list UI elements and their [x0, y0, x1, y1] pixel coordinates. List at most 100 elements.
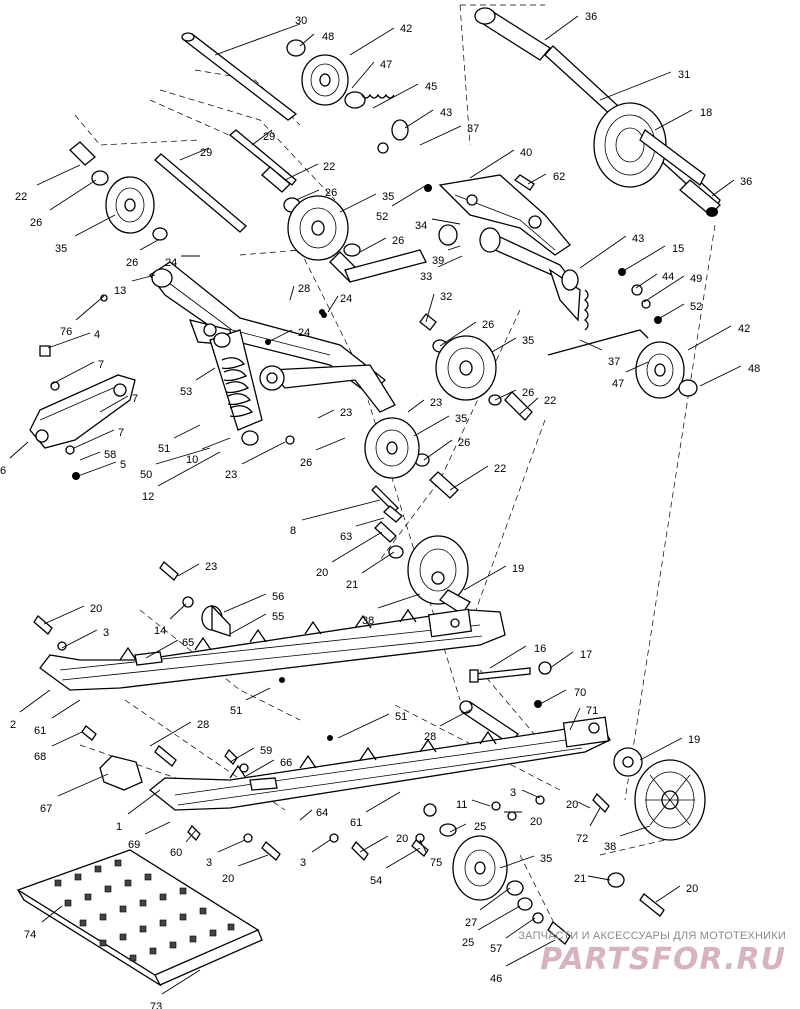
part-callout-17: 17	[580, 649, 592, 661]
part-callout-37: 37	[608, 356, 620, 368]
part-callout-18: 18	[700, 107, 712, 119]
watermark: ЗАПЧАСТИ И АКСЕССУАРЫ ДЛЯ МОТОТЕХНИКИ PA…	[436, 930, 786, 977]
leader-line-26	[494, 389, 517, 401]
part-callout-25: 25	[474, 821, 486, 833]
part-callout-21: 21	[346, 579, 358, 591]
leader-line-37	[579, 339, 603, 351]
leader-line-36	[544, 15, 579, 41]
leader-line-23	[241, 441, 286, 465]
leader-line-19	[639, 737, 683, 761]
wheel-38-front	[407, 535, 471, 615]
part-callout-43: 43	[440, 107, 452, 119]
part-callout-3: 3	[103, 627, 109, 639]
part-callout-68: 68	[34, 751, 46, 763]
leader-line-59	[229, 747, 255, 763]
part-callout-11: 11	[456, 799, 467, 811]
leader-line-61	[365, 791, 401, 813]
leader-line-24	[327, 295, 339, 313]
leader-line-31	[599, 71, 672, 101]
leader-line-27	[479, 887, 511, 911]
leader-line-38	[377, 593, 421, 609]
leader-line-20	[577, 801, 591, 809]
part-callout-40: 40	[520, 147, 532, 159]
leader-line-67	[57, 773, 109, 797]
leader-line-7	[99, 395, 129, 413]
leader-line-53	[195, 367, 216, 381]
leader-line-71	[569, 707, 581, 731]
part-callout-54: 54	[370, 875, 382, 887]
bolt-16-group	[469, 661, 552, 708]
leader-line-40	[469, 149, 515, 179]
leader-line-26	[359, 237, 387, 253]
part-callout-4: 4	[94, 329, 100, 341]
leader-line-35	[339, 193, 377, 213]
part-callout-42: 42	[738, 323, 750, 335]
leader-line-47	[351, 61, 375, 89]
part-callout-19: 19	[512, 563, 524, 575]
leader-line-42	[349, 27, 395, 56]
part-callout-23: 23	[225, 469, 237, 481]
part-callout-29: 29	[263, 131, 275, 143]
part-callout-47: 47	[612, 378, 624, 390]
leader-line-35	[491, 337, 517, 353]
part-callout-20: 20	[530, 816, 542, 828]
part-callout-52: 52	[376, 211, 388, 223]
part-callout-19: 19	[688, 734, 700, 746]
part-callout-22: 22	[15, 191, 27, 203]
part-callout-35: 35	[382, 191, 394, 203]
front-arm-13	[149, 261, 396, 413]
leader-line-48	[299, 33, 315, 47]
part-callout-52: 52	[690, 301, 702, 313]
middle-spacers	[285, 309, 533, 499]
rail-lower	[148, 716, 611, 811]
leader-line-51	[337, 713, 390, 739]
leader-line-55	[229, 613, 267, 635]
leader-line-5	[77, 461, 117, 477]
part-callout-26: 26	[300, 457, 312, 469]
idler-wheels-middle	[364, 335, 497, 479]
part-callout-76: 76	[60, 326, 72, 338]
part-callout-26: 26	[392, 235, 404, 247]
part-callout-20: 20	[316, 567, 328, 579]
rear-axle	[474, 7, 721, 217]
idler-wheel-upper	[286, 39, 409, 154]
leader-line-64	[299, 809, 313, 821]
part-callout-35: 35	[455, 413, 467, 425]
leader-line-20	[359, 835, 389, 853]
part-callout-26: 26	[30, 217, 42, 229]
leader-line-7	[51, 361, 95, 385]
rail-upper-hardware	[33, 561, 231, 651]
leader-line-32	[425, 293, 435, 323]
part-callout-49: 49	[690, 273, 702, 285]
part-callout-65: 65	[182, 637, 194, 649]
leader-line-50	[155, 447, 211, 465]
part-callout-56: 56	[272, 591, 284, 603]
part-callout-23: 23	[205, 561, 217, 573]
leader-line-56	[223, 593, 267, 613]
part-callout-7: 7	[118, 427, 124, 439]
leader-line-28	[439, 709, 471, 727]
leader-line-11	[471, 799, 491, 807]
leader-line-39	[447, 245, 461, 251]
leader-line-74	[41, 905, 63, 923]
part-callout-20: 20	[396, 833, 408, 845]
leader-line-45	[372, 83, 419, 109]
watermark-logo: PARTSFOR.RU	[540, 942, 786, 977]
leader-line-25	[477, 905, 521, 931]
part-callout-59: 59	[260, 745, 272, 757]
leader-line-16	[489, 645, 527, 669]
part-callout-38: 38	[362, 615, 374, 627]
leader-line-28	[149, 721, 192, 747]
part-callout-47: 47	[380, 59, 392, 71]
leader-line-3	[521, 789, 541, 799]
leader-line-28	[289, 285, 295, 301]
front-bracket	[29, 294, 136, 480]
shaft-30	[181, 32, 298, 121]
leader-line-8	[301, 499, 381, 521]
part-callout-26: 26	[325, 187, 337, 199]
leader-line-75	[419, 839, 427, 853]
right-hardware	[618, 268, 662, 324]
leader-line-47	[625, 361, 649, 373]
part-callout-66: 66	[280, 757, 292, 769]
